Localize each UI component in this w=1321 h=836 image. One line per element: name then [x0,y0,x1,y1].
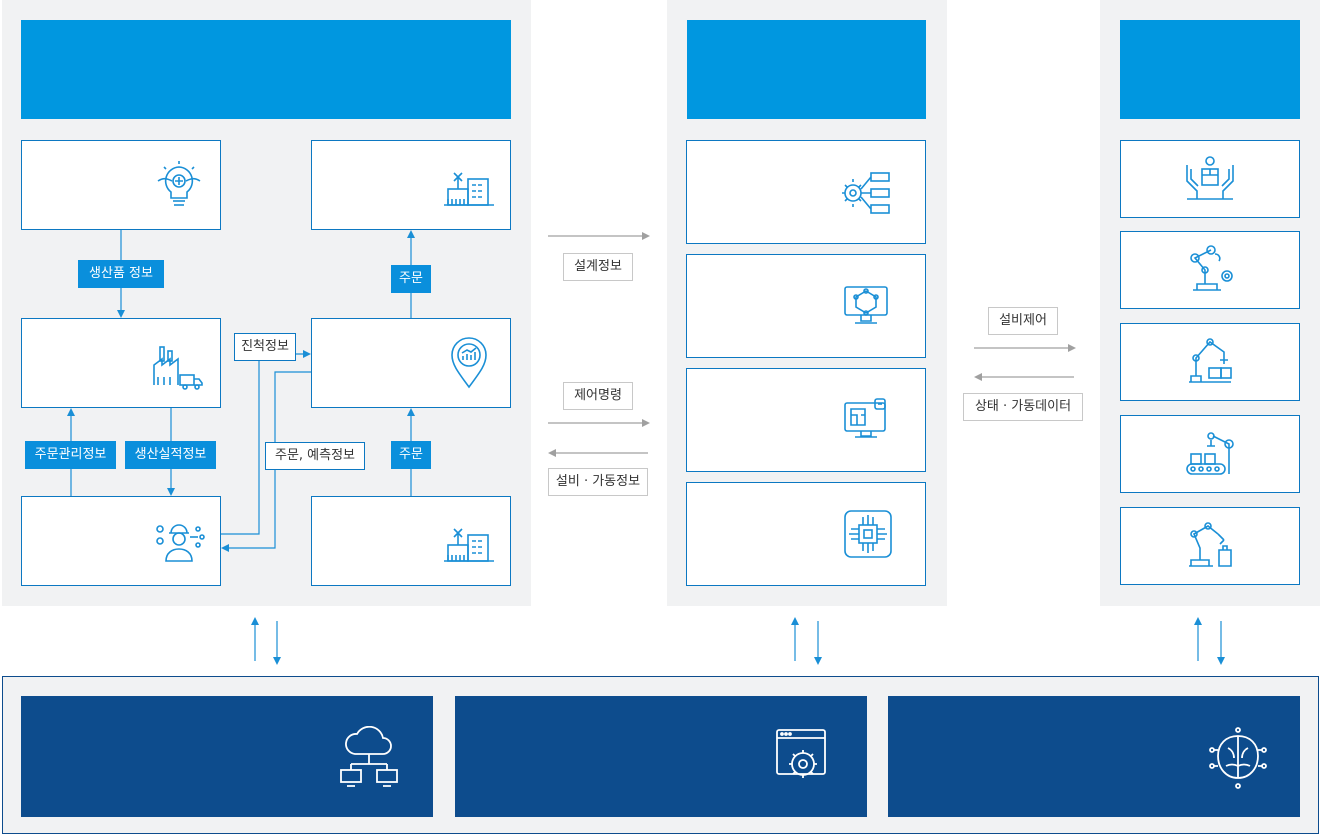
middle-box-4[interactable] [686,482,926,586]
right-box-2[interactable] [1120,231,1300,309]
middle-box-1[interactable] [686,140,926,244]
worker-gears-icon [152,515,206,569]
right-box-5[interactable] [1120,507,1300,585]
label-order-bottom: 주문 [391,441,431,469]
robot-lab-arm-icon [1183,518,1237,572]
cloud-network-icon [337,725,401,790]
left-box-factory-truck[interactable] [21,318,221,408]
robot-arm-gear-icon [1183,242,1237,296]
label-equipment-control: 설비제어 [988,307,1058,335]
label-equipment-operation-info: 설비 · 가동정보 [548,468,648,496]
bottom-box-browser[interactable] [455,696,867,817]
label-design-info: 설계정보 [563,253,633,281]
middle-panel-header [687,20,926,119]
right-box-4[interactable] [1120,415,1300,493]
label-product-info: 생산품 정보 [78,260,164,288]
left-box-location[interactable] [311,318,511,408]
middle-box-2[interactable] [686,254,926,358]
label-control-command: 제어명령 [563,382,633,410]
right-box-1[interactable] [1120,140,1300,218]
label-production-result-info: 생산실적정보 [125,441,216,469]
label-order-forecast-info: 주문, 예측정보 [265,442,365,470]
left-panel-header [21,20,511,119]
label-order-top: 주문 [391,265,431,293]
factory-antenna-icon [442,159,496,213]
right-box-3[interactable] [1120,323,1300,401]
bottom-box-ai[interactable] [888,696,1300,817]
monitor-blueprint-icon [839,393,893,447]
middle-box-3[interactable] [686,368,926,472]
browser-gear-icon [771,724,835,788]
left-box-product-design[interactable] [21,140,221,230]
chip-circuit-icon [841,507,895,561]
factory-antenna-icon [442,515,496,569]
right-panel-header [1120,20,1300,119]
monitor-cube-icon [839,277,893,331]
bottom-box-cloud[interactable] [21,696,433,817]
left-box-factory-top[interactable] [311,140,511,230]
gear-servers-icon [839,165,893,219]
location-pin-chart-icon [442,335,496,389]
label-status-operation-data: 상태 · 가동데이터 [963,393,1083,421]
label-order-mgmt-info: 주문관리정보 [25,441,116,469]
hands-package-icon [1183,151,1237,205]
robot-arm-packing-icon [1183,334,1237,388]
left-box-factory-bottom[interactable] [311,496,511,586]
factory-truck-icon [150,339,204,393]
conveyor-robot-icon [1183,426,1237,480]
ai-brain-circuit-icon [1206,726,1270,790]
lightbulb-brain-icon [152,159,206,213]
label-progress-info: 진척정보 [234,333,296,361]
left-box-worker[interactable] [21,496,221,586]
